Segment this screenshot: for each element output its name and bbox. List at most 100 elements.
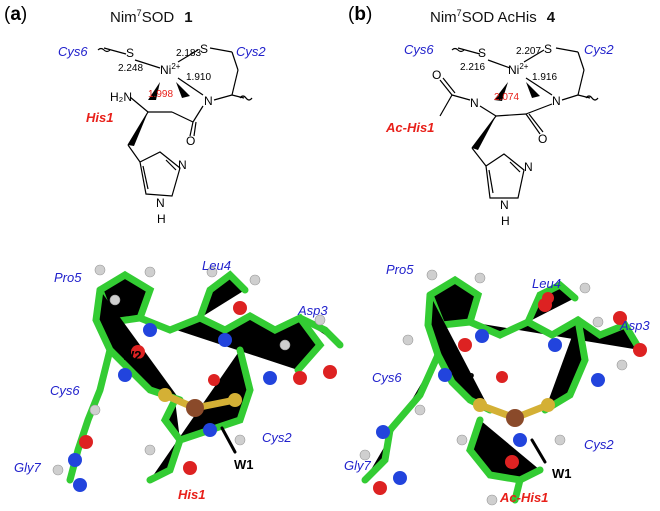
atom-a-o: O (186, 134, 196, 148)
bond-length-a-4: 1.998 (148, 89, 174, 100)
wedge-a-2 (176, 82, 190, 98)
model-a-o-atom (79, 435, 93, 449)
label-b-cys2: Cys2 (584, 42, 614, 57)
model-b-h-atom (554, 434, 566, 446)
model-a-label-asp3: Asp3 (298, 303, 328, 318)
wedge-b-2 (526, 82, 540, 98)
model-a-n-atom (73, 478, 87, 492)
model-a-h-atom (94, 264, 106, 276)
model-a-label-w1: W1 (234, 457, 254, 472)
atom-b-s-right: S (544, 42, 553, 56)
model-a-n-atom (203, 423, 217, 437)
bond-s-ni-a-left (134, 59, 161, 69)
bond-length-b-3: 1.916 (532, 72, 558, 83)
model-b-cys2-side (541, 316, 589, 414)
model-b-h-atom (402, 334, 414, 346)
model-b-o-atom (496, 371, 508, 383)
structure-b-bonds (439, 47, 599, 199)
model-a-h-atom (249, 274, 261, 286)
model-b (359, 269, 647, 506)
bond-length-a-2: 2.248 (118, 63, 144, 74)
wavy-bond-a-cys6 (97, 47, 111, 53)
model-b-h-atom (426, 269, 438, 281)
model-a-h-atom (279, 339, 291, 351)
atom-b-n-left: N (470, 96, 479, 110)
model-b-w1-pointer (530, 438, 547, 464)
atom-b-n-ring2: N (500, 198, 509, 212)
model-b-n-atom (393, 471, 407, 485)
model-b-label-achis1: Ac-His1 (500, 490, 549, 505)
atom-b-h-ring: H (501, 214, 510, 228)
model-b-o-atom (613, 311, 627, 325)
model-a-asp-side (296, 314, 344, 349)
bond-length-b-2: 2.216 (460, 62, 486, 73)
atom-a-n-ring1: N (178, 158, 187, 172)
model-a-o-atom (208, 374, 220, 386)
model-a-h-atom (144, 444, 156, 456)
model-b-n-atom (475, 329, 489, 343)
wavy-bond-a-cys2 (239, 95, 253, 101)
model-b-h-atom (592, 316, 604, 328)
bond-length-a-3: 1.910 (186, 72, 212, 83)
model-a-o-atom (323, 365, 337, 379)
model-b-label-w2: W2 (455, 370, 475, 385)
wavy-bond-b-cys6 (451, 47, 465, 53)
label-a-his1: His1 (86, 110, 114, 125)
atom-a-n-ring2: N (156, 196, 165, 210)
model-a (52, 264, 344, 492)
atom-a-h2n: H₂N (110, 90, 132, 104)
model-a-o-atom (233, 301, 247, 315)
model-b-o-atom (542, 292, 554, 304)
atom-b-o: O (432, 68, 442, 82)
model-b-his-ring (466, 416, 544, 484)
atom-a-h-ring: H (157, 212, 166, 226)
model-a-label-gly7: Gly7 (14, 460, 41, 475)
model-b-backbone (466, 315, 644, 354)
model-b-o-atom (373, 481, 387, 495)
model-b-h-atom (474, 272, 486, 284)
model-b-ni-atom (506, 409, 524, 427)
atom-b-n-right: N (552, 94, 561, 108)
model-b-label-w1: W1 (552, 466, 572, 481)
model-a-o-atom (293, 371, 307, 385)
model-b-n-atom (438, 368, 452, 382)
wedge-a-3 (128, 112, 148, 146)
model-b-h-atom (579, 282, 591, 294)
model-b-o-atom (633, 343, 647, 357)
model-a-h-atom (89, 404, 101, 416)
bond-length-a-1: 2.183 (176, 48, 202, 59)
atom-a-n-amide: N (204, 94, 213, 108)
model-b-s-atom (541, 398, 555, 412)
model-b-label-cys2: Cys2 (584, 437, 614, 452)
atom-b-n-ring1: N (524, 160, 533, 174)
model-b-label-asp3: Asp3 (620, 318, 650, 333)
model-a-label-pro5: Pro5 (54, 270, 82, 285)
model-b-acetyl (511, 476, 524, 504)
bond-s-ni-a-right (177, 49, 199, 63)
model-b-n-atom (591, 373, 605, 387)
panel-b-tag: (b) (348, 4, 373, 25)
model-b-label-pro5: Pro5 (386, 262, 414, 277)
label-b-cys6: Cys6 (404, 42, 434, 57)
model-b-n-atom (548, 338, 562, 352)
model-b-h-atom (359, 449, 371, 461)
bond-length-b-1: 2.207 (516, 46, 542, 57)
model-b-label-gly7: Gly7 (344, 458, 371, 473)
panel-a-tag: (a) (4, 4, 28, 25)
atom-b-o2: O (538, 132, 548, 146)
model-a-o-atom (183, 461, 197, 475)
model-b-h-atom (414, 404, 426, 416)
model-b-label-leu4: Leu4 (532, 276, 561, 291)
model-b-n-atom (376, 425, 390, 439)
model-a-n-atom (143, 323, 157, 337)
model-a-n-atom (118, 368, 132, 382)
model-b-h-atom (456, 434, 468, 446)
wavy-bond-b-cys2 (585, 95, 599, 101)
atom-b-s-left: S (478, 46, 487, 60)
model-a-n-atom (68, 453, 82, 467)
model-a-h-atom (206, 266, 218, 278)
model-b-label-cys6: Cys6 (372, 370, 402, 385)
model-a-label-his1: His1 (178, 487, 206, 502)
model-b-o-atom (458, 338, 472, 352)
